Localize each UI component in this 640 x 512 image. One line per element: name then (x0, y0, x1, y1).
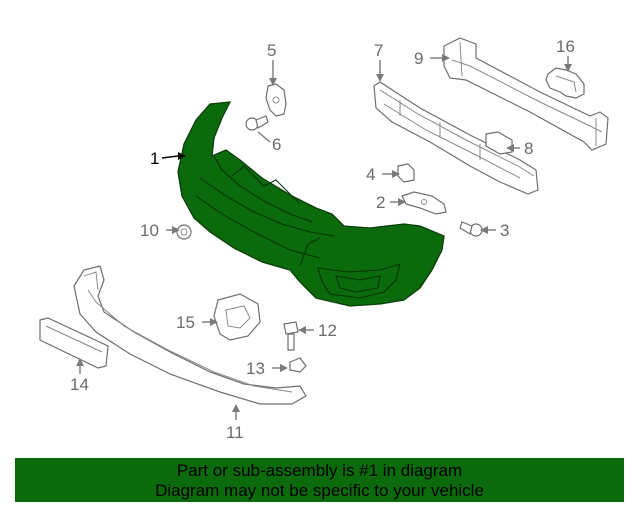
part-6-screw (245, 115, 269, 131)
arrow-4 (392, 170, 400, 178)
callout-14: 14 (70, 375, 89, 394)
arrow-14 (76, 358, 84, 366)
part-4-clip (397, 163, 415, 183)
arrow-9 (442, 54, 450, 62)
part-13-nut (289, 357, 307, 373)
callout-13: 13 (246, 359, 265, 378)
part-14-plate-bracket (39, 317, 109, 369)
part-3-screw (459, 221, 483, 237)
part-10-grommet (176, 224, 192, 240)
callout-5: 5 (267, 41, 276, 60)
part-1-bumper-cover (177, 101, 445, 307)
arrow-15 (210, 318, 218, 326)
callout-numbers: 1 5 6 7 9 16 8 4 2 3 10 15 12 13 14 11 (70, 37, 575, 442)
banner-line-2: Diagram may not be specific to your vehi… (155, 481, 484, 500)
callout-9: 9 (414, 49, 423, 68)
arrow-11 (232, 404, 240, 412)
callout-2: 2 (376, 193, 385, 212)
leader-lines (76, 54, 572, 420)
callout-12: 12 (318, 321, 337, 340)
arrow-1 (178, 152, 186, 160)
part-15-fog-bezel (213, 293, 261, 341)
callout-10: 10 (140, 221, 159, 240)
arrow-2 (398, 198, 406, 206)
part-5-bracket (265, 83, 287, 117)
callout-7: 7 (374, 41, 383, 60)
part-12-bolt (283, 321, 299, 351)
part-9-reinforcement-beam (443, 37, 609, 151)
callout-6: 6 (272, 135, 281, 154)
leader-6 (257, 131, 271, 143)
part-11-lower-valance (73, 265, 307, 405)
callout-11: 11 (226, 423, 244, 442)
arrow-7 (376, 74, 384, 82)
callout-1: 1 (150, 149, 159, 168)
info-banner: Part or sub-assembly is #1 in diagram Di… (15, 458, 624, 502)
arrow-3 (480, 226, 488, 234)
banner-line-1: Part or sub-assembly is #1 in diagram (176, 461, 463, 480)
part-16-bracket (545, 67, 585, 99)
part-8-label-plate (485, 131, 513, 155)
callout-16: 16 (556, 37, 575, 56)
arrow-16 (564, 64, 572, 72)
leader-1 (161, 155, 179, 159)
callout-15: 15 (176, 313, 195, 332)
callout-3: 3 (500, 221, 509, 240)
part-7-absorber (373, 81, 539, 195)
arrow-12 (298, 326, 306, 334)
part-2-side-bracket (401, 191, 447, 215)
arrow-10 (172, 226, 180, 234)
arrow-13 (280, 364, 288, 372)
callout-8: 8 (524, 139, 533, 158)
callout-4: 4 (366, 165, 375, 184)
arrow-8 (506, 144, 514, 152)
arrow-5 (269, 78, 277, 86)
